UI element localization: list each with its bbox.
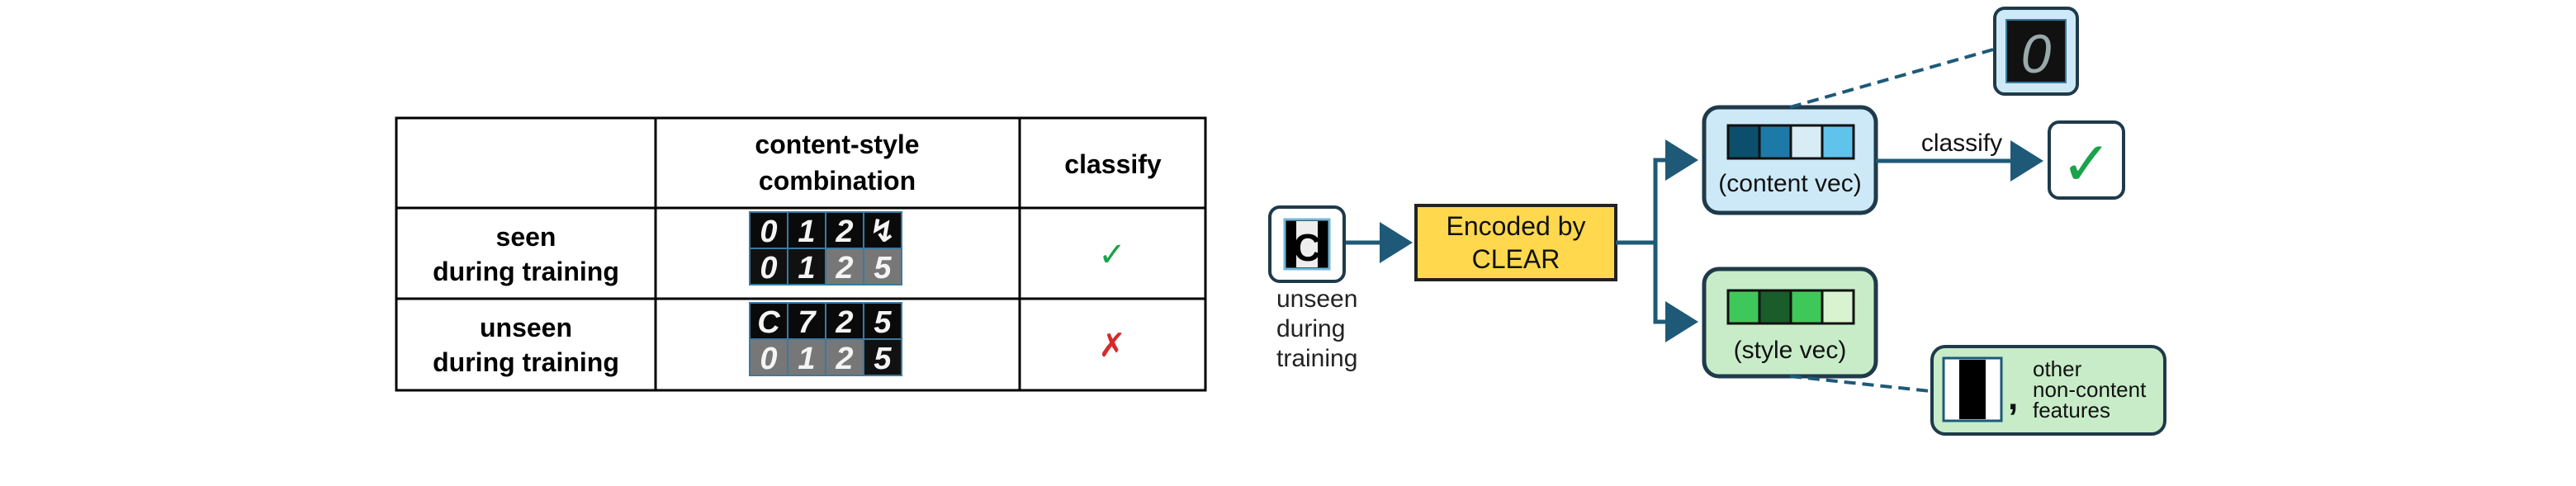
input-label-line2: during [1276, 315, 1345, 342]
digit-glyph: 1 [798, 342, 815, 376]
content-vec-label: (content vec) [1718, 170, 1861, 197]
vector-cell [1758, 289, 1792, 325]
digit-thumbnail [749, 211, 788, 249]
branch-connector-style [1653, 243, 1698, 342]
input-label-line3: training [1276, 345, 1357, 372]
digit-glyph: 7 [798, 305, 817, 340]
digit-glyph: 5 [874, 342, 892, 376]
decoded-content-digit: 0 [2021, 23, 2052, 84]
result-unseen-cross: ✗ [1098, 328, 1126, 364]
vector-cell [1726, 289, 1761, 325]
digit-thumbnail [863, 211, 902, 249]
table-border [395, 116, 1207, 392]
row-unseen-line2: during training [433, 347, 619, 377]
style-vec-cells [1726, 289, 1855, 325]
digit-glyph: 2 [835, 305, 853, 340]
vector-cell [1789, 289, 1824, 325]
row-unseen-line1: unseen [480, 313, 572, 342]
row-seen-line2: during training [433, 257, 619, 286]
digit-glyph: 2 [835, 251, 853, 285]
row-seen-line1: seen [496, 222, 556, 252]
features-label-line2: non-content [2033, 377, 2147, 402]
digit-thumbnail [863, 248, 902, 285]
dashed-link-style [1789, 375, 1931, 393]
header-content-style-line1: content-style [755, 130, 919, 159]
digit-thumbnail [825, 338, 864, 376]
vector-cell [1821, 289, 1855, 325]
features-label-line1: other [2033, 356, 2082, 381]
digit-glyph: C [757, 305, 780, 340]
content-vec-cells [1726, 124, 1855, 160]
digit-glyph: 1 [798, 215, 815, 249]
digit-glyph: 5 [874, 251, 892, 285]
digit-thumbnail [749, 338, 788, 376]
classify-result-box [2048, 120, 2125, 200]
decoded-content-image [2005, 19, 2067, 83]
digit-glyph: 0 [760, 215, 777, 249]
encoder-label-line2: CLEAR [1472, 244, 1560, 274]
header-content-style-line2: combination [759, 166, 916, 196]
feature-stripe-bar [1959, 360, 1986, 419]
digit-thumbnail [787, 302, 826, 340]
digit-glyph: ↯ [869, 215, 896, 249]
input-digit-light-band [1296, 221, 1318, 267]
classify-label: classify [1921, 130, 2002, 157]
input-digit-glyph: C [1293, 226, 1320, 269]
digit-glyph: 5 [874, 305, 892, 340]
vector-cell [1726, 124, 1761, 160]
result-seen-check: ✓ [1098, 237, 1126, 273]
features-label-line3: features [2033, 398, 2110, 422]
digit-glyph: 2 [835, 342, 853, 376]
vector-cell [1789, 124, 1824, 160]
style-vec-label: (style vec) [1734, 337, 1847, 364]
flow-diagram: C unseen during training Encoded by CLEA… [1268, 7, 2166, 436]
vector-cell [1758, 124, 1792, 160]
digit-glyph: 2 [835, 215, 853, 249]
digit-glyph: 1 [798, 251, 815, 285]
encoder-box [1414, 204, 1617, 281]
features-comma: , [2008, 377, 2018, 418]
encoder-label-line1: Encoded by [1446, 211, 1585, 241]
digit-thumbnail [863, 338, 902, 376]
header-classify: classify [1064, 149, 1162, 179]
vector-cell [1821, 124, 1855, 160]
digit-glyph: 0 [760, 251, 777, 285]
branch-connector [1616, 139, 1698, 245]
dashed-link-content [1789, 48, 1994, 109]
digit-thumbnail [863, 302, 902, 340]
digit-thumbnail [787, 338, 826, 376]
comparison-table: content-style combination classify seen … [395, 116, 1207, 392]
check-mark-icon: ✓ [2061, 130, 2112, 198]
digit-glyph: 0 [760, 342, 777, 376]
input-label-line1: unseen [1276, 285, 1357, 313]
